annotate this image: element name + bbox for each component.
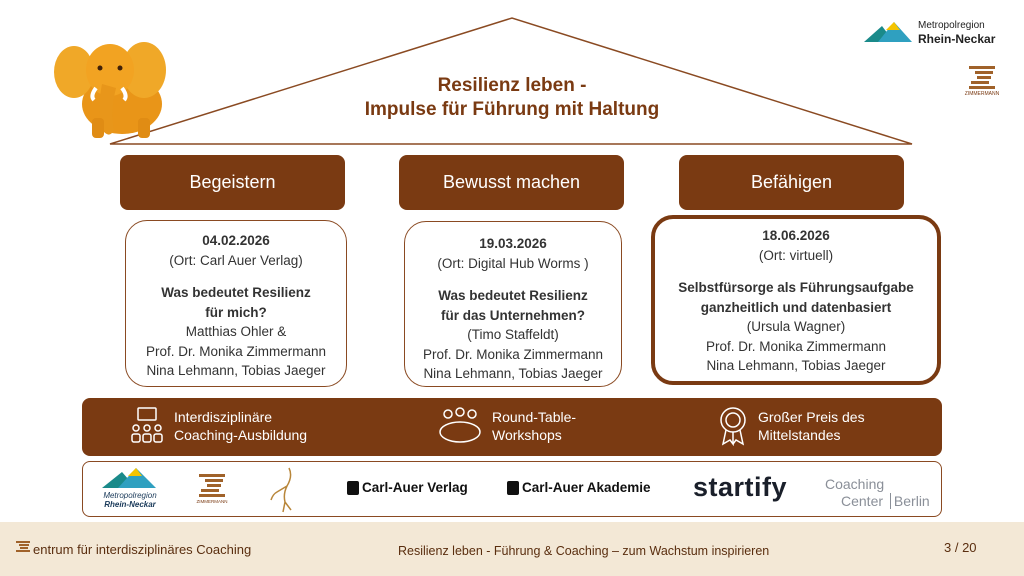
partner-zimmermann-logo: ZIMMERMANN xyxy=(195,472,229,512)
event-location: (Ort: Carl Auer Verlag) xyxy=(169,252,303,268)
event-people-line1: (Timo Staffeldt) xyxy=(467,327,559,342)
carl-auer-mark-icon xyxy=(507,480,519,495)
partner-carl-auer-akademie: Carl-Auer Akademie xyxy=(522,480,651,495)
dancer-figure-icon xyxy=(270,467,292,513)
partner-coaching-center-line2: Center xyxy=(841,493,884,509)
partner-startify: startify xyxy=(693,472,788,502)
event-people-line2: Prof. Dr. Monika Zimmermann xyxy=(705,338,887,354)
award-icon xyxy=(720,407,746,446)
carl-auer-mark-icon xyxy=(347,480,359,495)
partner-zimmermann-label: ZIMMERMANN xyxy=(196,499,228,504)
roof-shape xyxy=(109,17,913,145)
foundation-label-line1: Round-Table- xyxy=(492,409,577,425)
event-people-line3: Nina Lehmann, Tobias Jaeger xyxy=(706,358,886,373)
foundation-label-line2: Workshops xyxy=(492,427,562,443)
event-location: (Ort: virtuell) xyxy=(758,247,834,263)
event-people-line2: Prof. Dr. Monika Zimmermann xyxy=(422,346,604,362)
footer-bar: entrum für interdisziplinäres Coaching R… xyxy=(0,522,1024,576)
elephant-illustration xyxy=(54,42,166,138)
event-card-3: 18.06.2026 (Ort: virtuell) Selbstfürsorg… xyxy=(651,215,941,385)
foundation-label-line2: Mittelstandes xyxy=(758,427,841,443)
event-people-line3: Nina Lehmann, Tobias Jaeger xyxy=(423,366,603,381)
page-title: Resilienz leben - Impulse für Führung mi… xyxy=(300,74,724,122)
event-date: 19.03.2026 xyxy=(479,236,547,251)
foundation-label-line1: Interdisziplinäre xyxy=(174,409,273,425)
event-people-line1: (Ursula Wagner) xyxy=(746,319,846,334)
metropolregion-mark-icon xyxy=(864,22,912,42)
title-line-2: Impulse für Führung mit Haltung xyxy=(364,99,660,120)
metropolregion-line2: Rhein-Neckar xyxy=(918,32,996,46)
round-table-icon xyxy=(439,407,481,443)
event-card-1: 04.02.2026 (Ort: Carl Auer Verlag) Was b… xyxy=(125,220,347,387)
pillar-label: Bewusst machen xyxy=(442,172,581,192)
zimmermann-logo: ZIMMERMANN xyxy=(964,64,1000,108)
page-number: 3 / 20 xyxy=(944,540,977,555)
event-question-line2: für mich? xyxy=(205,304,267,320)
event-question-line1: Was bedeutet Resilienz xyxy=(161,285,311,300)
event-question-line2: ganzheitlich und datenbasiert xyxy=(700,299,892,315)
partner-metropolregion-logo: Metropolregion Rhein-Neckar xyxy=(95,466,165,512)
zimmermann-label: ZIMMERMANN xyxy=(964,91,1000,97)
pillar-begeistern: Begeistern xyxy=(120,155,345,210)
partner-carl-auer-verlag: Carl-Auer Verlag xyxy=(362,480,468,495)
metropolregion-line1: Metropolregion xyxy=(918,20,985,31)
event-question-line1: Selbstfürsorge als Führungsaufgabe xyxy=(678,280,914,295)
foundation-label-line1: Großer Preis des xyxy=(758,409,865,425)
foundation-item-round-table: Round-Table- Workshops xyxy=(438,406,576,446)
pillar-befaehigen: Befähigen xyxy=(679,155,904,210)
foundation-label-line2: Coaching-Ausbildung xyxy=(174,427,308,443)
partner-coaching-center-line3: Berlin xyxy=(889,493,930,509)
event-question-line2: für das Unternehmen? xyxy=(440,307,586,323)
partner-coaching-center-berlin-logo: Coaching Center Berlin xyxy=(825,476,935,509)
event-card-2: 19.03.2026 (Ort: Digital Hub Worms ) Was… xyxy=(404,221,622,387)
foundation-item-preis: Großer Preis des Mittelstandes xyxy=(718,406,865,446)
event-question-line1: Was bedeutet Resilienz xyxy=(438,288,588,303)
event-people-line1: Matthias Ohler & xyxy=(185,324,287,339)
partner-logos-bar: Metropolregion Rhein-Neckar ZIMMERMANN C… xyxy=(82,461,942,517)
metropolregion-mark-icon xyxy=(102,468,156,488)
partner-carl-auer-verlag-logo: Carl-Auer Verlag xyxy=(347,480,468,495)
partner-metropol-line2: Rhein-Neckar xyxy=(104,500,156,509)
event-date: 18.06.2026 xyxy=(762,228,830,243)
partner-metropol-line1: Metropolregion xyxy=(103,491,157,500)
footer-subtitle: Resilienz leben - Führung & Coaching – z… xyxy=(398,544,770,558)
partner-coaching-center-line1: Coaching xyxy=(825,476,885,492)
footer-organization: entrum für interdisziplinäres Coaching xyxy=(33,542,252,557)
foundation-item-coaching-ausbildung: Interdisziplinäre Coaching-Ausbildung xyxy=(130,406,307,446)
team-icon xyxy=(131,407,163,443)
event-people-line3: Nina Lehmann, Tobias Jaeger xyxy=(146,363,326,378)
partner-carl-auer-akademie-logo: Carl-Auer Akademie xyxy=(507,480,651,495)
pillar-bewusst-machen: Bewusst machen xyxy=(399,155,624,210)
metropolregion-logo: Metropolregion Rhein-Neckar xyxy=(864,20,1014,46)
title-line-1: Resilienz leben - xyxy=(437,75,587,96)
pillar-label: Befähigen xyxy=(750,172,833,192)
event-location: (Ort: Digital Hub Worms ) xyxy=(437,255,589,271)
footer-zimmermann-mark-icon xyxy=(16,540,30,553)
foundation-bar: Interdisziplinäre Coaching-Ausbildung Ro… xyxy=(82,398,942,456)
pillar-label: Begeistern xyxy=(189,172,276,192)
event-date: 04.02.2026 xyxy=(202,233,270,248)
event-people-line2: Prof. Dr. Monika Zimmermann xyxy=(145,343,327,359)
